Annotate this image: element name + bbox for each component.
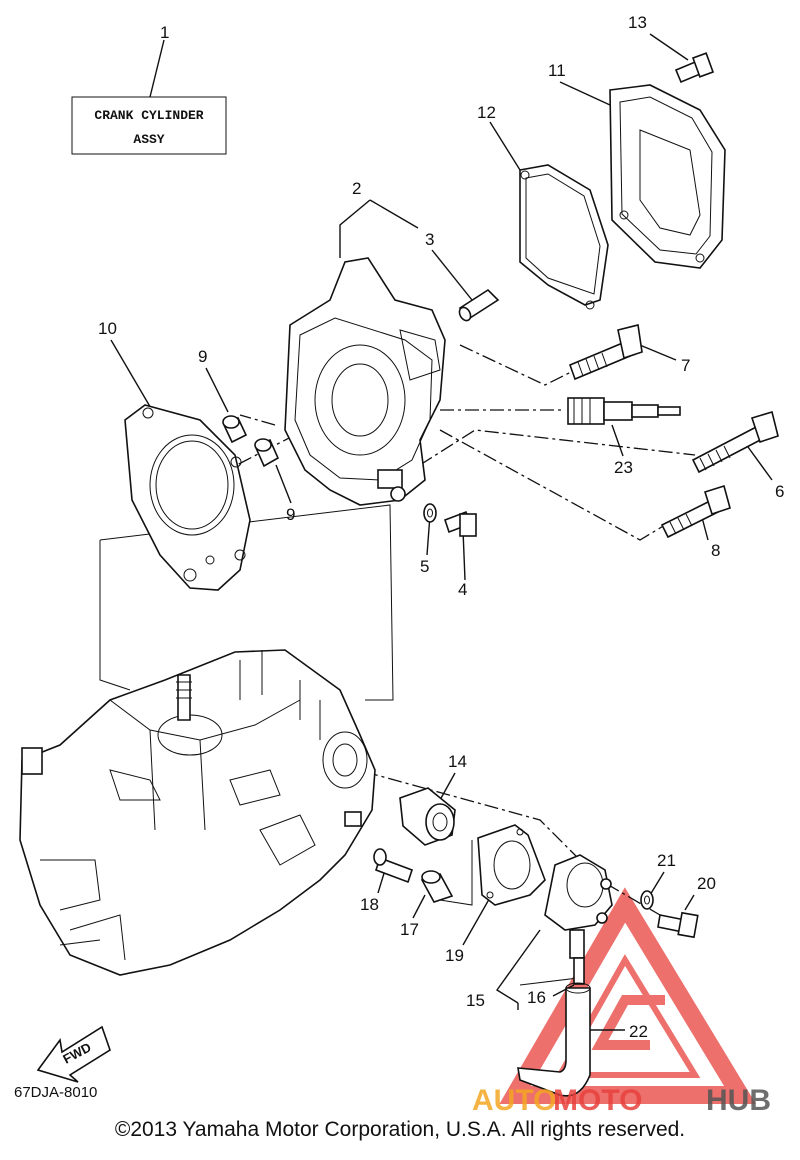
bolt-13 [674, 52, 715, 84]
spark-plug-23 [567, 397, 681, 425]
callout-9a: 9 [198, 347, 207, 366]
crankcase-block [19, 649, 376, 976]
dowel-9-upper [222, 415, 248, 444]
callout-22: 22 [629, 1022, 648, 1041]
callout-16: 16 [527, 988, 546, 1007]
callout-15: 15 [466, 991, 485, 1010]
thermostat-cover-16 [544, 854, 613, 985]
hose-22 [517, 982, 591, 1097]
cylinder-head-2 [284, 257, 446, 506]
callout-4: 4 [458, 580, 467, 599]
watermark-logo [499, 887, 756, 1104]
bolt-18 [373, 848, 414, 884]
callout-18: 18 [360, 895, 379, 914]
collar-17 [420, 870, 454, 903]
watermark-part1: AUTO [472, 1084, 556, 1117]
pin-3 [458, 288, 500, 322]
cylinder-head-cover-11 [609, 84, 726, 269]
callout-3: 3 [425, 230, 434, 249]
thermostat-14 [399, 787, 456, 846]
callout-20: 20 [697, 874, 716, 893]
assy-label-line1: CRANK CYLINDER [94, 108, 203, 123]
assy-label-box: CRANK CYLINDER ASSY [71, 39, 227, 155]
washer-5 [423, 503, 437, 523]
callout-13: 13 [628, 13, 647, 32]
callout-23: 23 [614, 458, 633, 477]
callout-21: 21 [657, 851, 676, 870]
callout-5: 5 [420, 557, 429, 576]
watermark-part2: MOTO [553, 1084, 642, 1117]
callout-11: 11 [548, 61, 566, 80]
callout-8: 8 [711, 541, 720, 560]
bolt-4 [443, 510, 477, 537]
callout-14: 14 [448, 752, 467, 771]
fwd-arrow: FWD [36, 1025, 111, 1083]
watermark-part3: HUB [706, 1084, 771, 1117]
bolt-7 [568, 324, 643, 381]
callout-19: 19 [445, 946, 464, 965]
callout-6: 6 [775, 482, 784, 501]
washer-21 [640, 890, 654, 910]
assy-label-line2: ASSY [133, 132, 164, 147]
watermark-text: AUTO MOTO HUB [472, 1084, 771, 1117]
callout-1: 1 [160, 23, 169, 42]
callout-2: 2 [352, 179, 361, 198]
dowel-9-lower [254, 438, 280, 468]
callout-17: 17 [400, 920, 419, 939]
callout-10: 10 [98, 319, 117, 338]
bolt-20 [657, 911, 699, 939]
bolt-6 [691, 410, 779, 474]
gasket-19 [477, 824, 546, 906]
callout-12: 12 [477, 103, 496, 122]
callout-7: 7 [681, 356, 690, 375]
callout-numbers: 1 2 3 4 5 6 7 8 9 9 10 11 12 13 14 15 16… [98, 13, 784, 1041]
diagram-code: 67DJA-8010 [14, 1084, 98, 1101]
head-cover-gasket-12 [519, 164, 609, 310]
copyright-notice: ©2013 Yamaha Motor Corporation, U.S.A. A… [114, 1118, 686, 1141]
bolt-8 [660, 484, 731, 539]
head-gasket-10 [124, 404, 251, 591]
callout-9b: 9 [286, 505, 295, 524]
